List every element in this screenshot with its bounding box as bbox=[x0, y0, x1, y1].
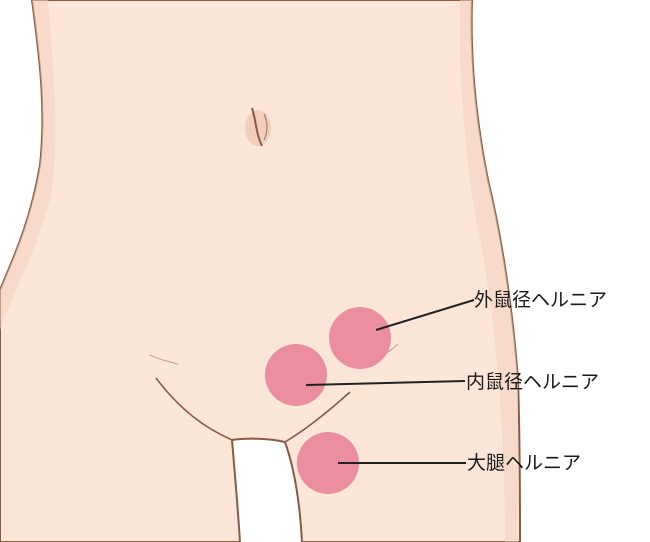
external-inguinal-hernia-label: 外鼠径ヘルニア bbox=[474, 288, 607, 312]
internal-inguinal-hernia-marker bbox=[265, 344, 327, 406]
internal-inguinal-hernia-label: 内鼠径ヘルニア bbox=[466, 370, 599, 394]
external-inguinal-hernia-marker bbox=[329, 307, 391, 369]
body-silhouette bbox=[0, 0, 520, 542]
femoral-hernia-label: 大腿ヘルニア bbox=[467, 451, 581, 475]
